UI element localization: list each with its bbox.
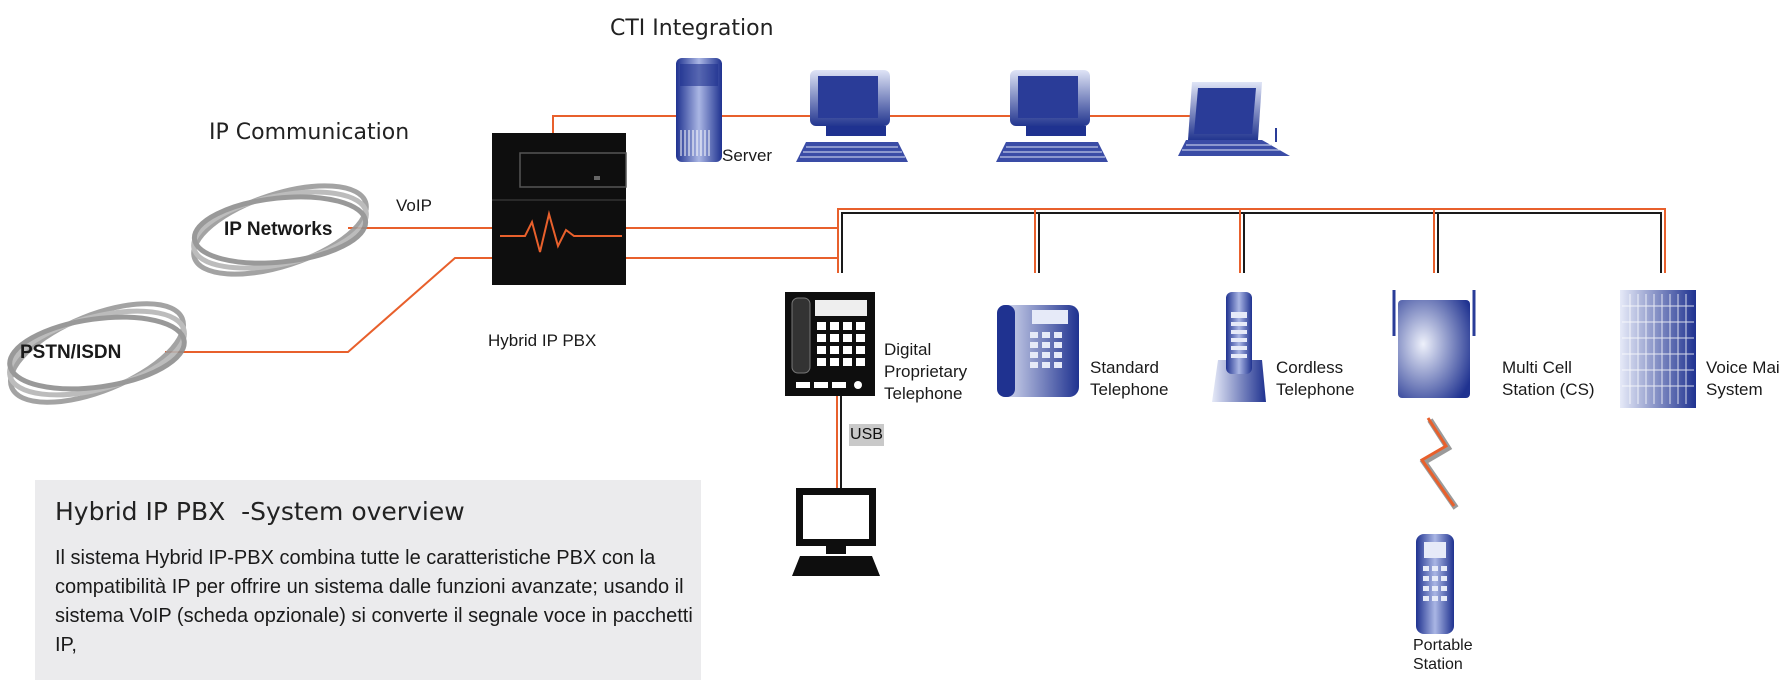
- desktop-computer-icon: [796, 70, 908, 162]
- cordless-telephone-icon: [1212, 292, 1266, 402]
- digital-telephone-icon: [785, 292, 875, 396]
- desktop-computer-icon: [996, 70, 1108, 162]
- cti-link-line: [552, 115, 1200, 133]
- cordless-telephone-label: Cordless Telephone: [1276, 358, 1355, 399]
- voice-mail-system-label: Voice Mai System: [1706, 358, 1780, 399]
- server-icon: [676, 58, 722, 162]
- overview-body-text: Il sistema Hybrid IP-PBX combina tutte l…: [55, 547, 693, 656]
- ip-networks-cloud-icon: [191, 183, 369, 277]
- multi-cell-station-label: Multi Cell Station (CS): [1502, 358, 1595, 399]
- overview-title: Hybrid IP PBX -System overview: [55, 497, 465, 526]
- ip-communication-heading: IP Communication: [209, 120, 410, 145]
- wireless-link-icon: [1419, 417, 1459, 510]
- cell-station-icon: [1392, 290, 1476, 398]
- ip-networks-label: IP Networks: [224, 219, 333, 240]
- server-label: Server: [722, 146, 773, 165]
- extension-bus-black: [841, 212, 1662, 273]
- standard-telephone-icon: [997, 305, 1079, 397]
- portable-station-label: Portable Station: [1413, 637, 1473, 673]
- pbx-label: Hybrid IP PBX: [488, 331, 597, 350]
- standard-telephone-label: Standard Telephone: [1090, 358, 1169, 399]
- pbx-cabinet-icon: [492, 133, 627, 285]
- pstn-cloud-icon: [7, 301, 187, 405]
- system-overview-panel: Hybrid IP PBX -System overview Il sistem…: [35, 480, 701, 680]
- voice-mail-icon: [1620, 290, 1696, 408]
- usb-label: USB: [849, 424, 884, 446]
- pstn-line: [165, 257, 838, 353]
- connection-lines: [165, 115, 1666, 488]
- portable-station-icon: [1416, 534, 1454, 634]
- pstn-isdn-label: PSTN/ISDN: [20, 342, 122, 363]
- digital-telephone-label: Digital Proprietary Telephone: [884, 340, 968, 403]
- usb-pc-icon: [792, 488, 880, 576]
- cti-integration-heading: CTI Integration: [610, 16, 774, 41]
- voip-label: VoIP: [396, 196, 432, 215]
- laptop-icon: [1178, 82, 1290, 156]
- extension-bus-orange: [837, 208, 1666, 273]
